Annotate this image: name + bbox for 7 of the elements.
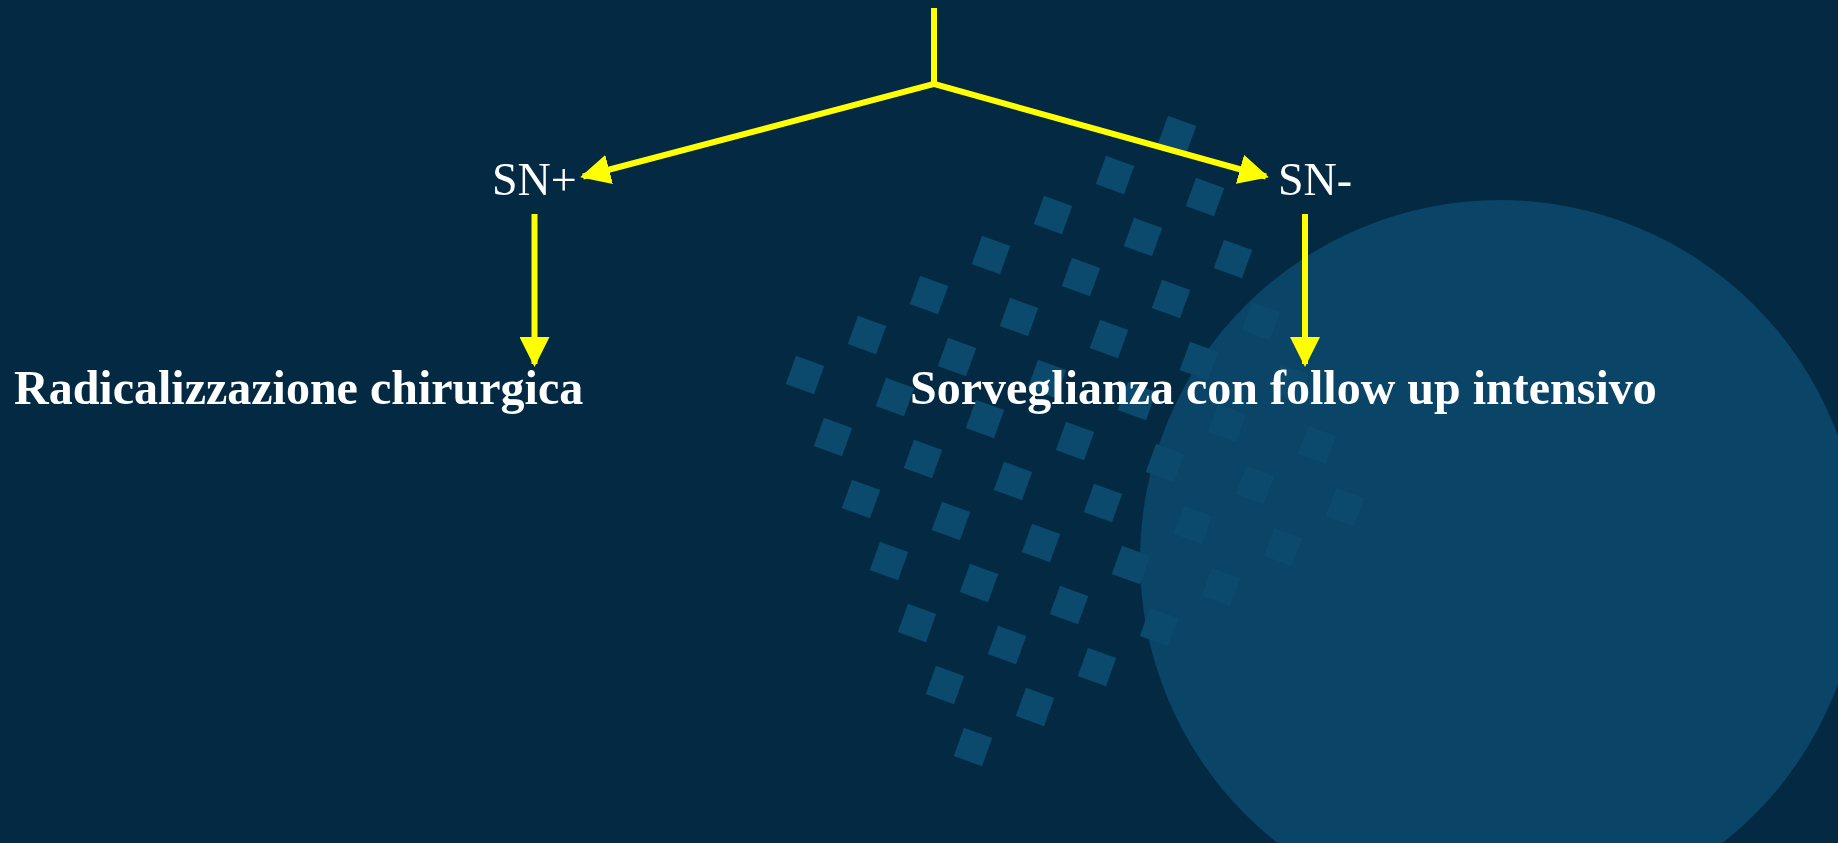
- node-label: SN+: [492, 155, 577, 206]
- node-label: Sorveglianza con follow up intensivo: [910, 362, 1657, 415]
- arrow: [931, 8, 1269, 184]
- node-label: SN-: [1278, 155, 1353, 206]
- arrow: [519, 214, 550, 367]
- arrow: [1290, 214, 1320, 367]
- node-label: Radicalizzazione chirurgica: [14, 362, 584, 415]
